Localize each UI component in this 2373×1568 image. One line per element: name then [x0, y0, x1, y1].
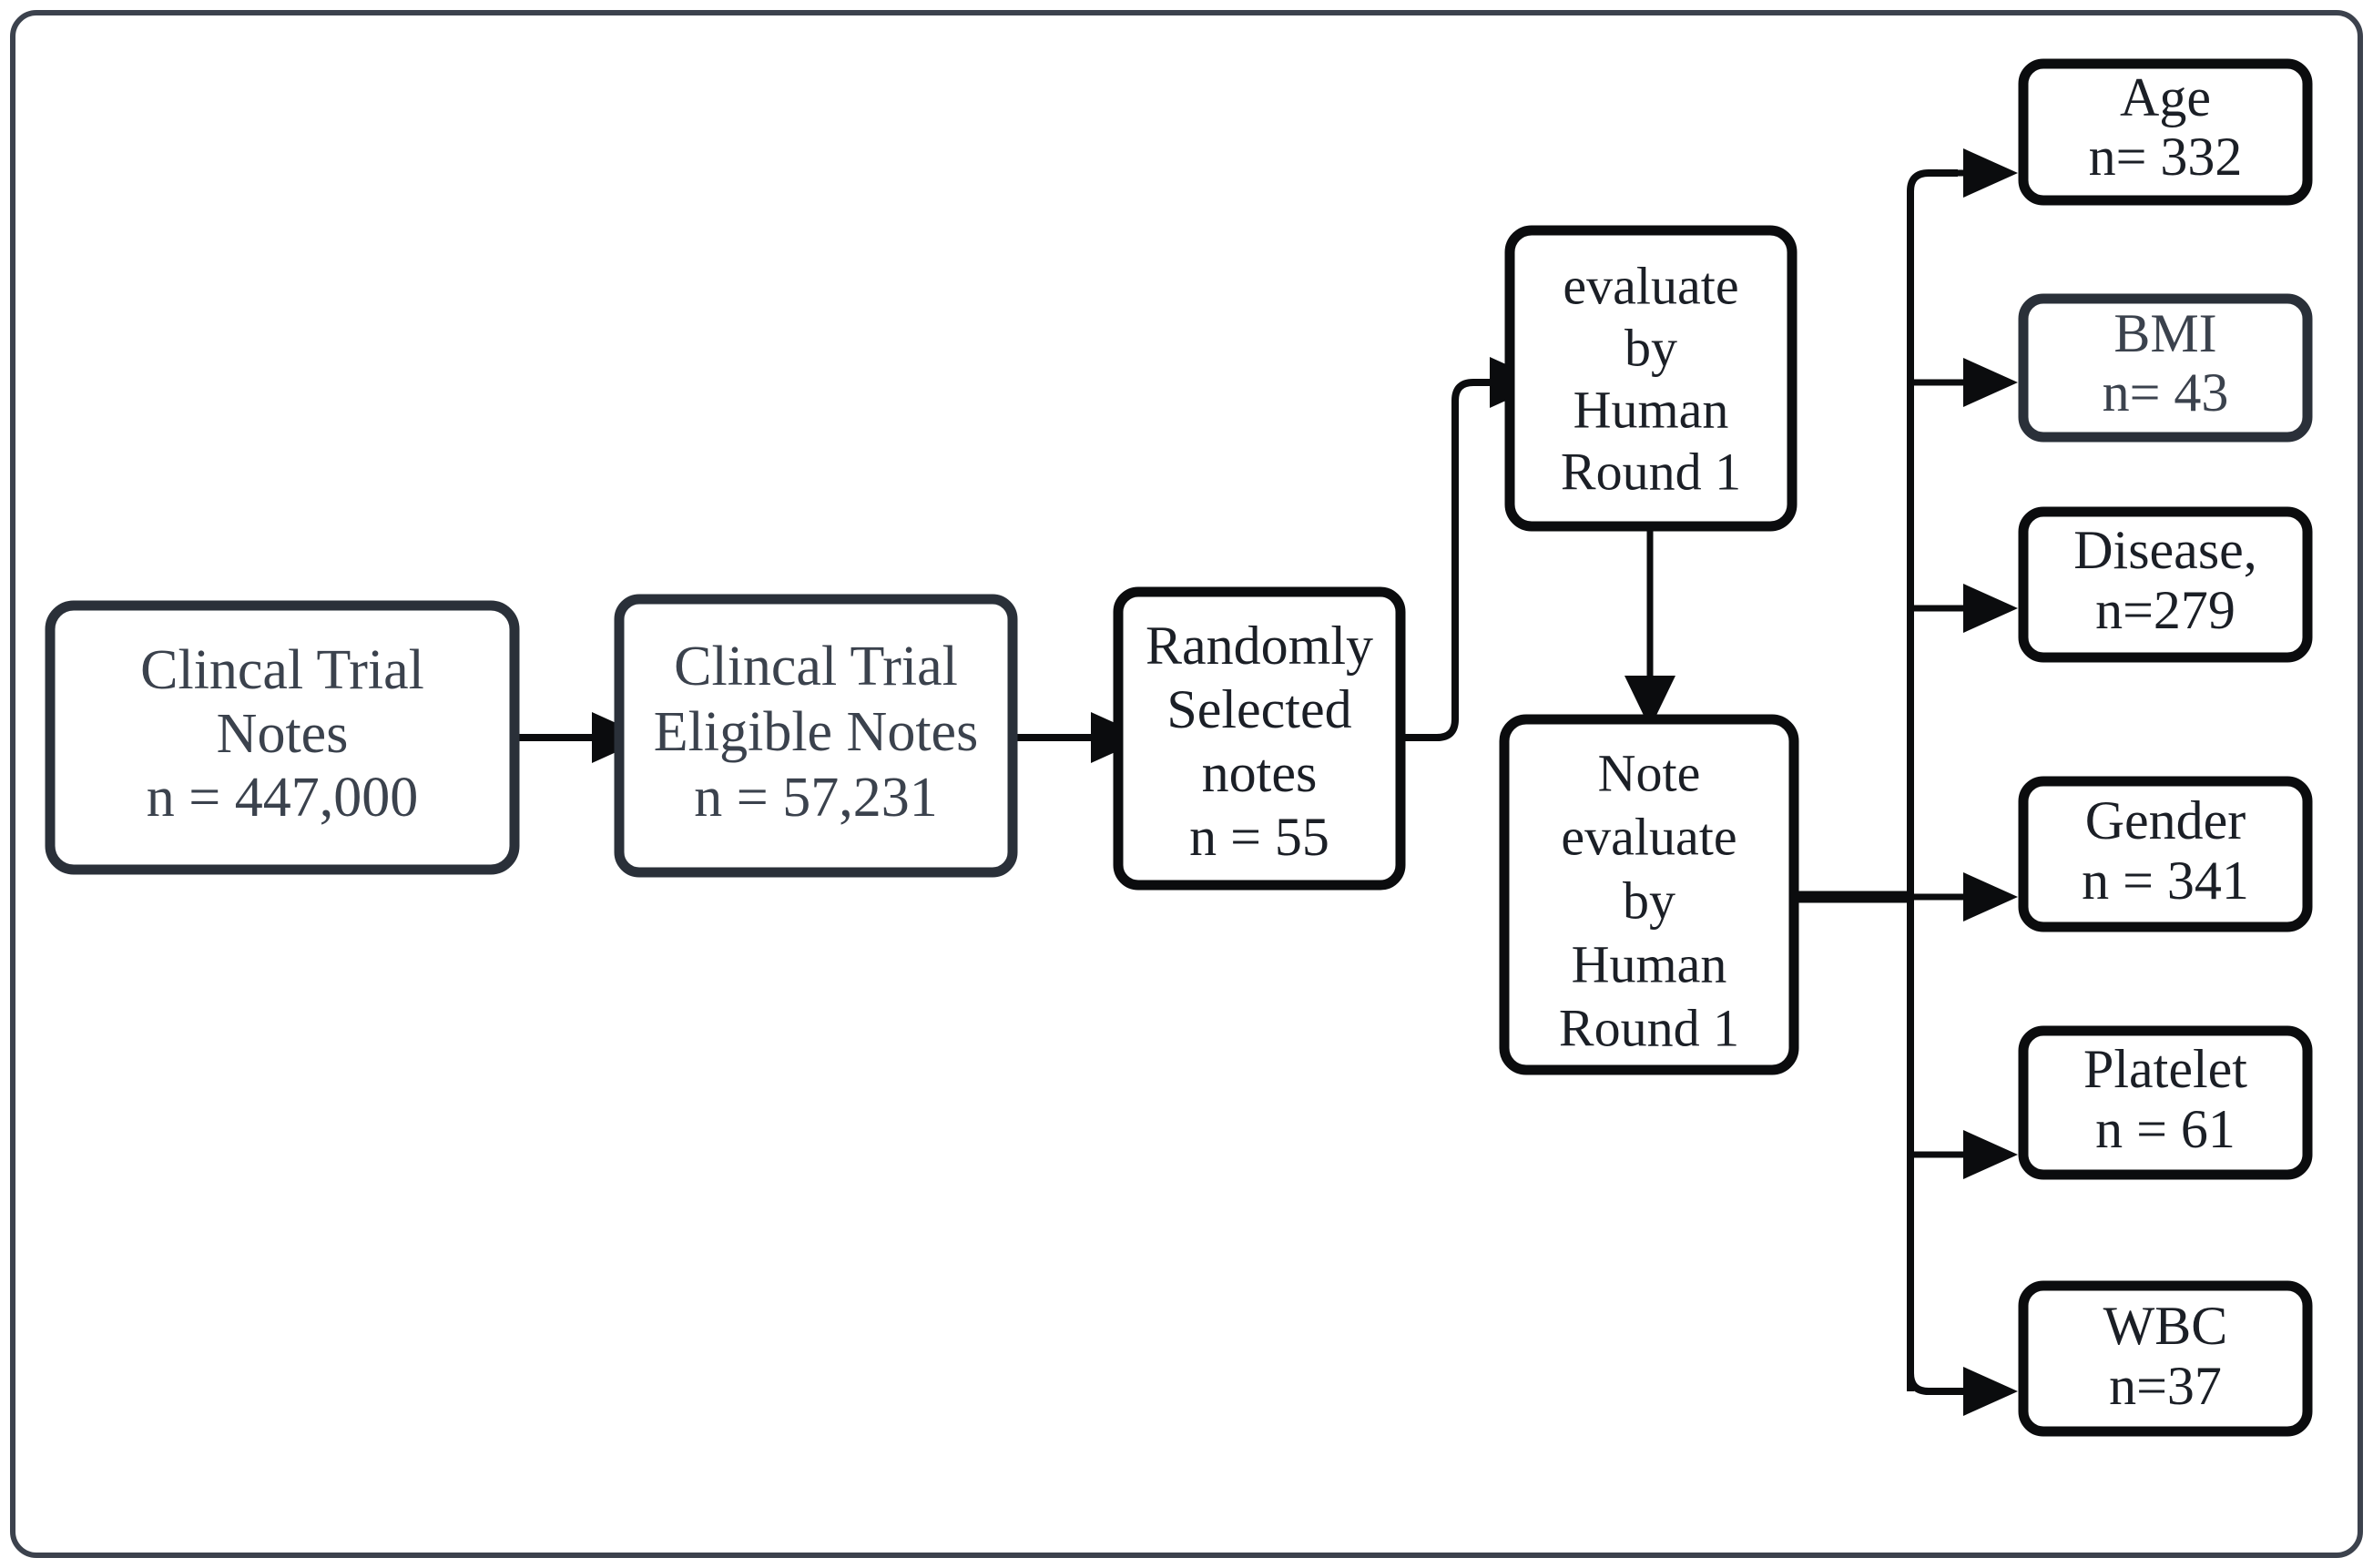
wbc-count: n=37 — [2109, 1356, 2222, 1416]
disease-count: n=279 — [2095, 580, 2236, 640]
bmi-count: n= 43 — [2103, 362, 2229, 423]
gender-label: Gender — [2085, 790, 2246, 850]
clinical-trial-notes-line-1: Clincal Trial — [140, 639, 424, 701]
randomly-selected-line-2: Selected — [1166, 679, 1351, 739]
platelet-label: Platelet — [2083, 1039, 2247, 1099]
node-eligible-notes[interactable]: Clincal Trial Eligible Notes n = 57,231 — [614, 594, 1018, 878]
edge-trunk-to-bmi — [1910, 358, 2018, 407]
bmi-box[interactable] — [2018, 293, 2313, 443]
edge-trunk-to-disease — [1910, 584, 2018, 633]
note-evaluate-by-human-round-1-box[interactable] — [1499, 714, 1799, 1075]
wbc-box[interactable] — [2018, 1280, 2313, 1437]
edge-layer — [514, 148, 2018, 1416]
node-outcome-bmi[interactable]: BMI n= 43 — [2018, 293, 2313, 443]
human-upper-line-4: Round 1 — [1561, 442, 1741, 501]
node-evaluate-by-human-round-1[interactable]: evaluate by Human Round 1 — [1504, 225, 1798, 532]
age-count: n= 332 — [2089, 127, 2243, 187]
randomly-selected-line-1: Randomly — [1146, 616, 1373, 676]
gender-box[interactable] — [2018, 776, 2313, 932]
node-outcome-wbc[interactable]: WBC n=37 — [2018, 1280, 2313, 1437]
clinical-trial-notes-line-2: Notes — [217, 703, 349, 765]
node-outcome-age[interactable]: Age n= 332 — [2018, 58, 2313, 206]
node-clinical-trial-notes[interactable]: Clincal Trial Notes n = 447,000 — [45, 600, 520, 875]
clinical-trial-notes-line-3: n = 447,000 — [147, 767, 418, 829]
randomly-selected-line-4: n = 55 — [1189, 807, 1329, 867]
human-lower-line-4: Human — [1572, 934, 1727, 993]
node-outcome-gender[interactable]: Gender n = 341 — [2018, 776, 2313, 932]
figure-border — [10, 10, 2363, 1558]
platelet-box[interactable] — [2018, 1025, 2313, 1180]
randomly-selected-line-3: notes — [1202, 743, 1318, 803]
eligible-notes-line-2: Eligible Notes — [654, 701, 978, 763]
eligible-notes-line-3: n = 57,231 — [694, 767, 937, 829]
bmi-label: BMI — [2113, 303, 2216, 363]
randomly-selected-notes-box[interactable] — [1113, 586, 1406, 891]
disease-box[interactable] — [2018, 506, 2313, 663]
disease-label: Disease, — [2073, 520, 2257, 580]
edge-trunk-to-platelet — [1910, 1130, 2018, 1179]
node-note-evaluate-by-human-round-1[interactable]: Note evaluate by Human Round 1 — [1499, 714, 1799, 1075]
edge-trunk-to-wbc — [1907, 1367, 2018, 1416]
human-lower-line-2: evaluate — [1561, 807, 1736, 866]
edge-trunk-to-gender — [1910, 872, 2018, 921]
human-lower-line-1: Note — [1598, 743, 1701, 802]
gender-count: n = 341 — [2082, 850, 2249, 911]
eligible-notes-line-1: Clincal Trial — [674, 636, 958, 697]
node-outcome-disease[interactable]: Disease, n=279 — [2018, 506, 2313, 663]
evaluate-by-human-round-1-box[interactable] — [1504, 225, 1798, 532]
clinical-trial-notes-box[interactable] — [45, 600, 520, 875]
human-lower-line-5: Round 1 — [1559, 998, 1739, 1057]
edge-trunk-to-age — [1949, 148, 2018, 198]
edge-human-upper-to-human-lower — [1624, 526, 1675, 728]
wbc-label: WBC — [2103, 1296, 2228, 1356]
age-label: Age — [2120, 67, 2211, 127]
age-box[interactable] — [2018, 58, 2313, 206]
human-upper-line-2: by — [1624, 318, 1677, 377]
human-lower-line-3: by — [1623, 871, 1675, 930]
human-upper-line-1: evaluate — [1563, 256, 1738, 315]
node-randomly-selected-notes[interactable]: Randomly Selected notes n = 55 — [1113, 586, 1406, 891]
human-upper-line-3: Human — [1574, 380, 1729, 439]
eligible-notes-box[interactable] — [614, 594, 1018, 878]
outcome-trunk — [1907, 169, 1958, 1391]
node-outcome-platelet[interactable]: Platelet n = 61 — [2018, 1025, 2313, 1180]
platelet-count: n = 61 — [2095, 1099, 2236, 1159]
